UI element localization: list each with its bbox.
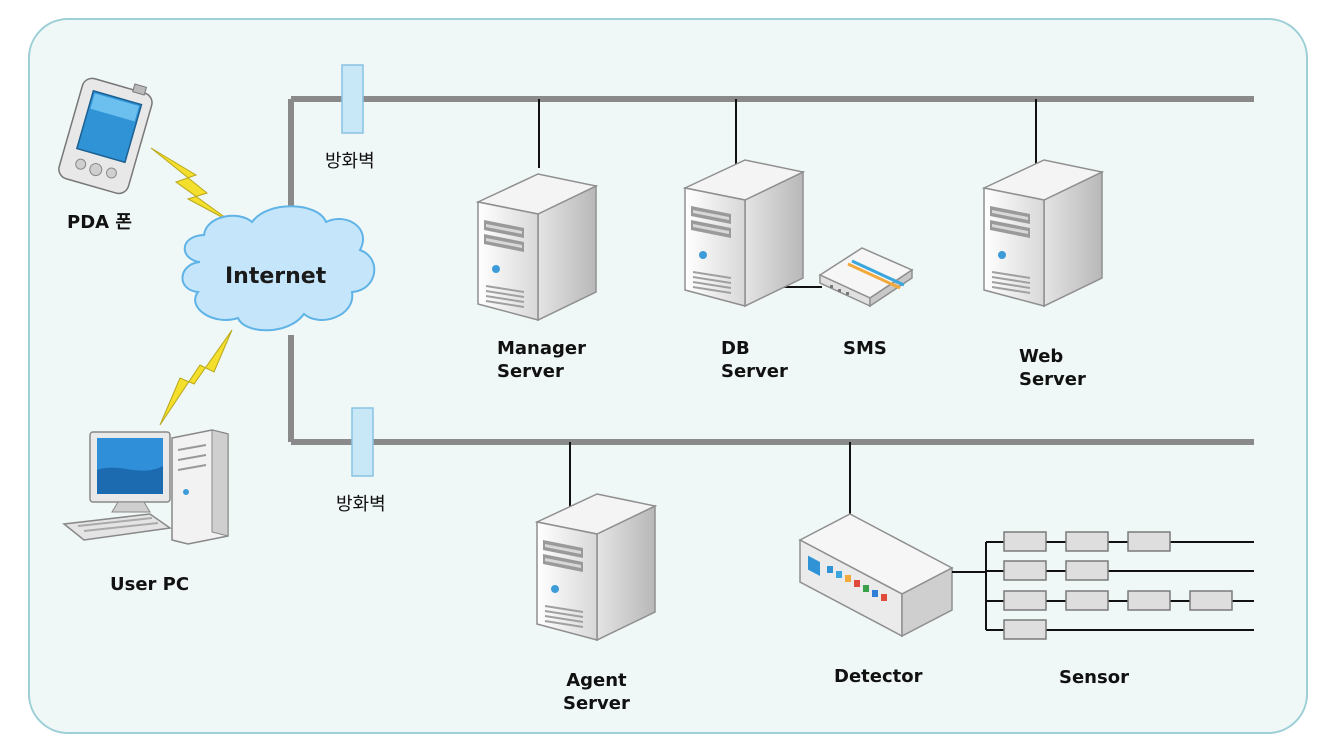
diagram-frame	[28, 18, 1308, 734]
sensor-icon	[1065, 560, 1109, 581]
agent-server-label-line2: Server	[563, 693, 630, 714]
pda-phone-icon	[58, 77, 153, 195]
web-server-label-line2: Server	[1019, 369, 1086, 390]
detector-label: Detector	[834, 666, 923, 687]
db-server-label: DB Server	[721, 337, 788, 383]
manager-server-label-line2: Server	[497, 361, 564, 382]
manager-server-icon	[477, 173, 597, 321]
network-bus-lines	[288, 96, 1254, 445]
db-server-label-line2: Server	[721, 361, 788, 382]
sensor-network	[952, 531, 1254, 640]
firewall-bottom-label: 방화벽	[336, 494, 386, 515]
detector-box-icon	[798, 513, 954, 638]
sensor-label: Sensor	[1059, 667, 1129, 688]
manager-server-label-line1: Manager	[497, 338, 586, 359]
db-server-label-line1: DB	[721, 338, 750, 359]
sensor-icon	[1003, 560, 1047, 581]
firewall-bottom-icon	[351, 407, 374, 477]
drop-lines	[538, 99, 1037, 520]
web-server-icon	[983, 159, 1103, 307]
user-pc-label: User PC	[110, 574, 190, 595]
manager-server-label: Manager Server	[497, 337, 586, 383]
web-server-label: Web Server	[1019, 345, 1086, 391]
firewall-top-icon	[341, 64, 364, 134]
web-server-label-line1: Web	[1019, 346, 1064, 367]
sms-label: SMS	[843, 338, 887, 359]
pda-label: PDA 폰	[67, 212, 132, 233]
agent-server-icon	[536, 493, 656, 641]
sensor-icon	[1127, 531, 1171, 552]
desktop-pc-icon	[62, 429, 229, 545]
lightning-bottom-icon	[159, 329, 233, 426]
firewall-top-label: 방화벽	[325, 151, 375, 172]
sensor-icon	[1065, 531, 1109, 552]
cloud-icon	[181, 205, 376, 332]
sensor-icon	[1189, 590, 1233, 611]
db-server-icon	[684, 159, 804, 307]
lightning-top-icon	[150, 147, 234, 224]
sensor-icon	[1065, 590, 1109, 611]
internet-label: Internet	[225, 264, 327, 289]
sensor-icon	[1127, 590, 1171, 611]
sensor-icon	[1003, 531, 1047, 552]
agent-server-label: Agent Server	[563, 669, 630, 715]
agent-server-label-line1: Agent	[566, 670, 627, 691]
sensor-icon	[1003, 619, 1047, 640]
sensor-icon	[1003, 590, 1047, 611]
sms-modem-icon	[818, 247, 914, 308]
